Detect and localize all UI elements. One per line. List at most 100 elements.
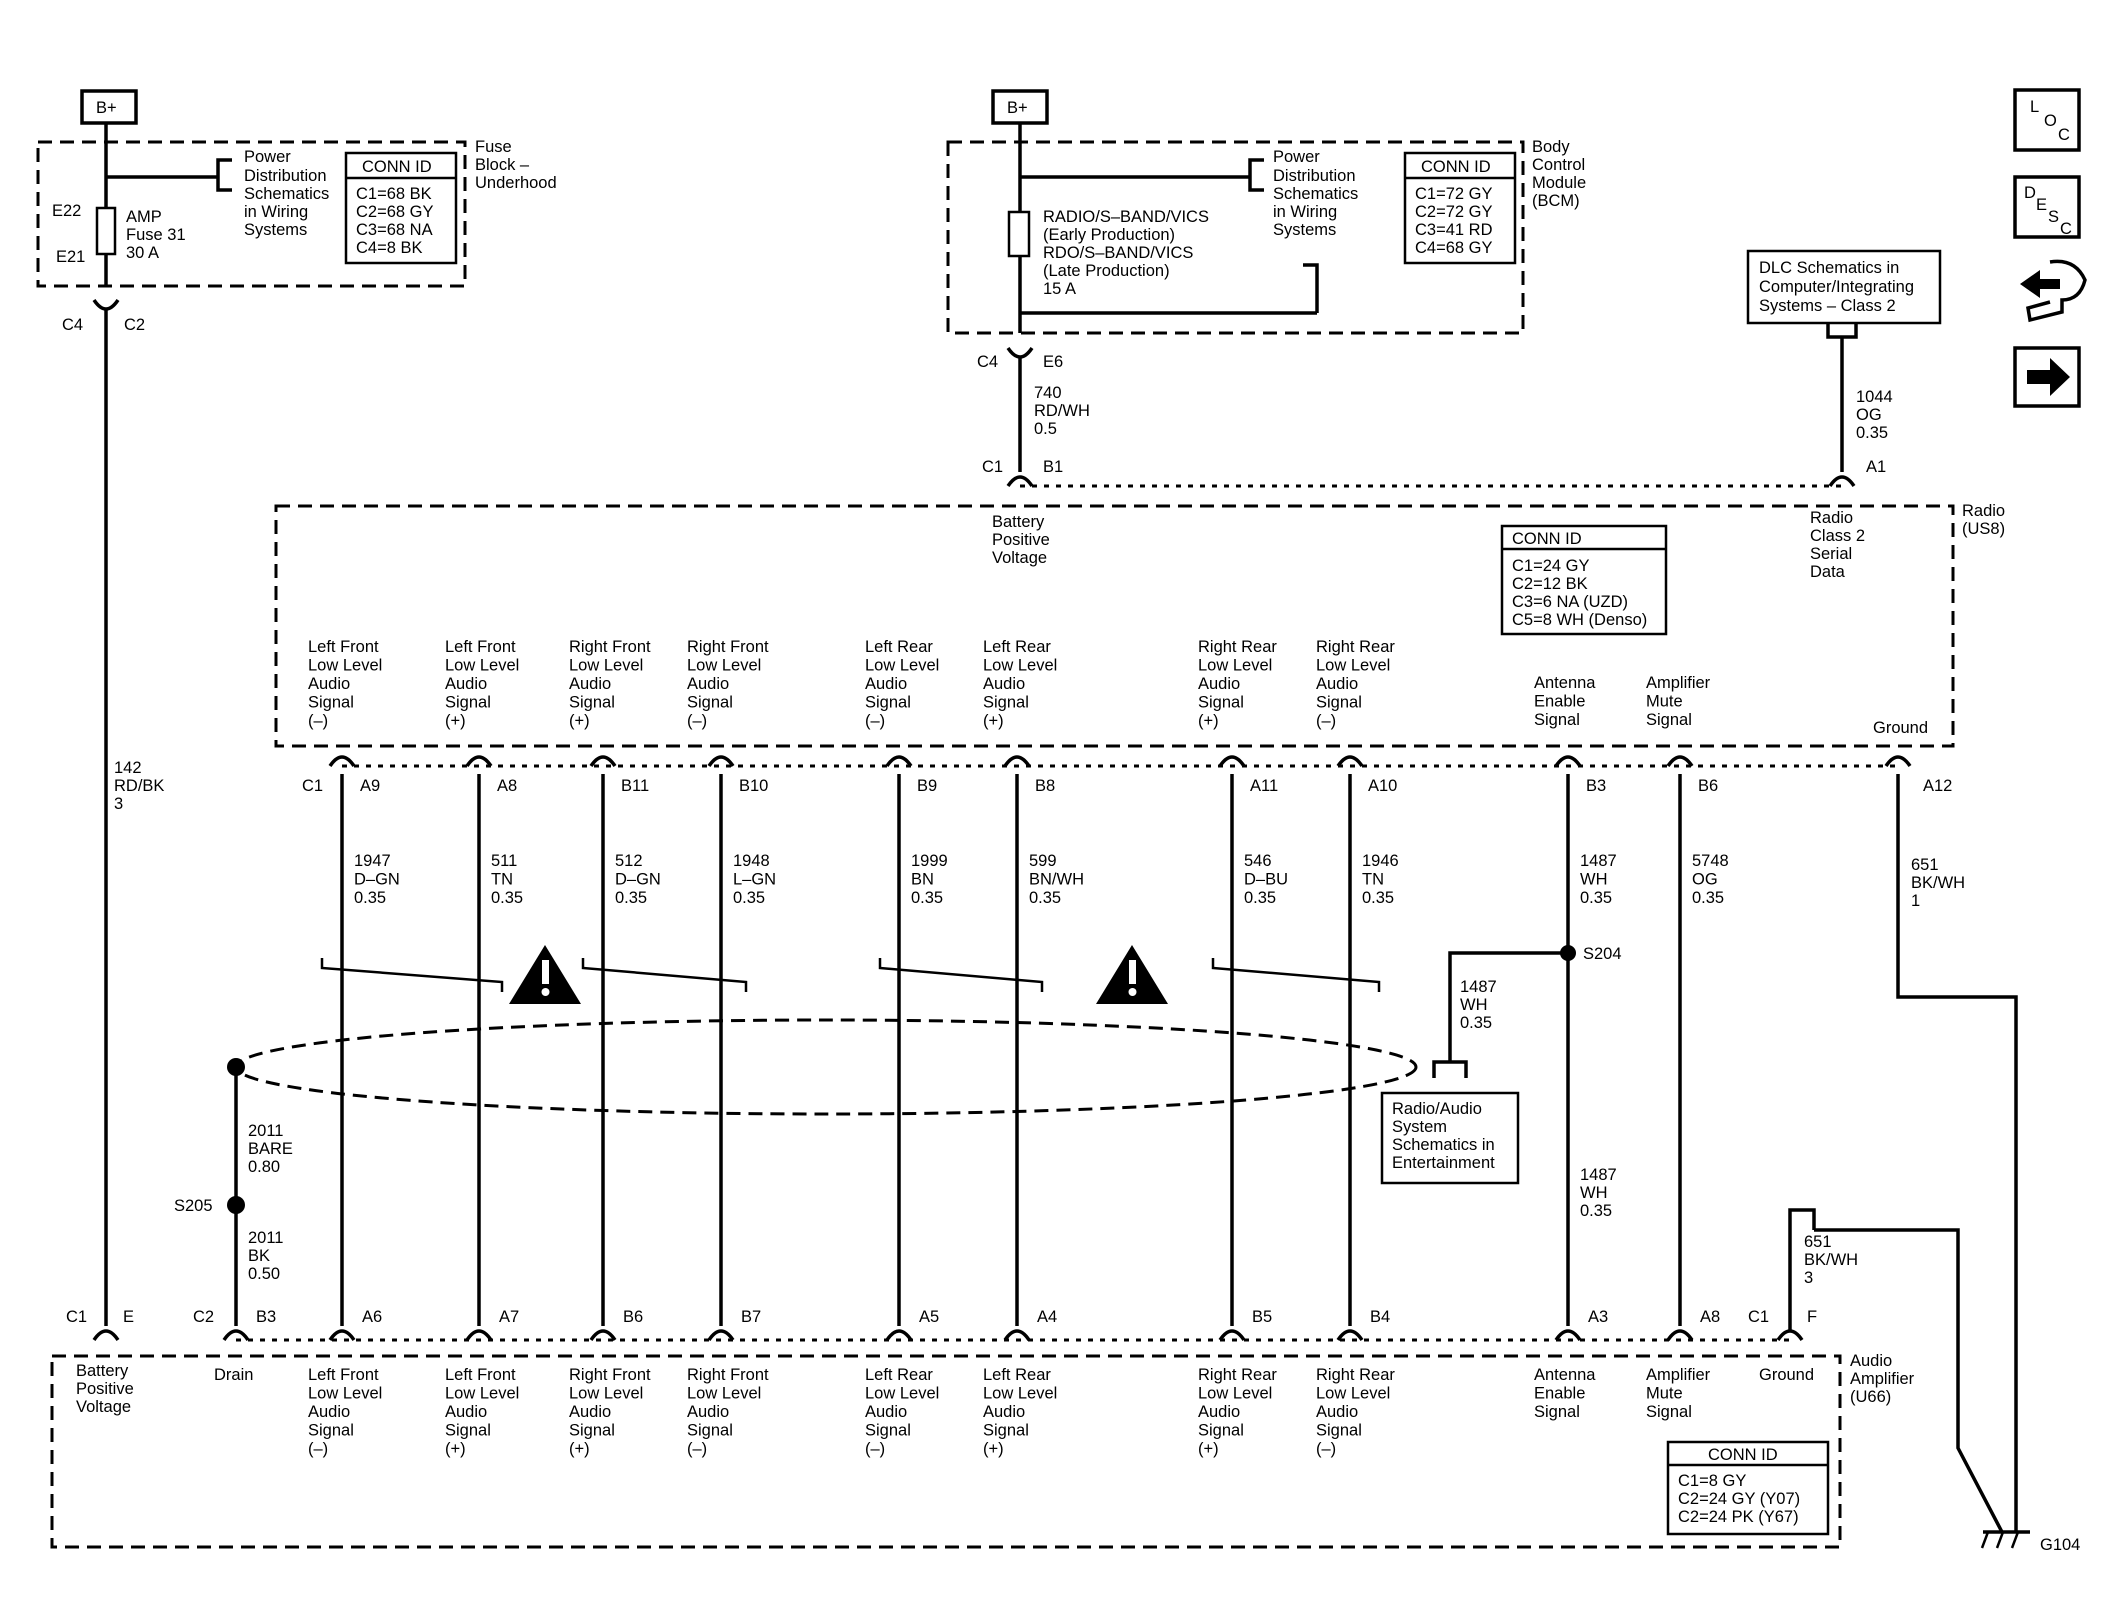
- connector-repair-icon[interactable]: [2020, 259, 2087, 323]
- signal-wire-spec: 0.35: [911, 889, 943, 907]
- bcm-power-dist-line3: Schematics: [1273, 185, 1358, 203]
- fuse-conn-id-row2: C2=68 GY: [356, 203, 434, 221]
- amp-terminal: [707, 1329, 735, 1342]
- amp-signal-label: Enable: [1534, 1385, 1585, 1403]
- amp-signal-label: Audio: [569, 1403, 611, 1421]
- amp-conn-c1-right: C1: [1748, 1308, 1769, 1326]
- amp-signal-label: Audio: [865, 1403, 907, 1421]
- amp-signal-label: Audio: [1316, 1403, 1358, 1421]
- wire-651-bottom-number: 651: [1804, 1233, 1832, 1251]
- amp-signal-pin: A5: [919, 1308, 939, 1326]
- radio-signal-label: Enable: [1534, 693, 1585, 711]
- fuse-conn-id-row4: C4=8 BK: [356, 239, 423, 257]
- radio-signal-label: Signal: [308, 694, 354, 712]
- bcm-label-line1: Body: [1532, 138, 1570, 156]
- bcm-power-dist-line5: Systems: [1273, 221, 1336, 239]
- radio-signal-pin: A10: [1368, 777, 1397, 795]
- wire-1487-lower-gauge: 0.35: [1580, 1202, 1612, 1220]
- amp-conn-c2: C2: [193, 1308, 214, 1326]
- wire-651-top-number: 651: [1911, 856, 1939, 874]
- radio-conn-id-row3: C3=6 NA (UZD): [1512, 593, 1628, 611]
- bcm-connector-c4: [1006, 346, 1034, 359]
- signal-wire-spec: 512: [615, 852, 643, 870]
- fuse-31-symbol: [95, 206, 117, 256]
- radio-signal-label: Signal: [1198, 694, 1244, 712]
- signal-wire-spec: OG: [1692, 871, 1718, 889]
- radio-signal-label: Audio: [1316, 675, 1358, 693]
- amp-signal-label: (–): [308, 1440, 328, 1458]
- bplus-box-left: [80, 89, 138, 125]
- amp-signal-label: Signal: [308, 1422, 354, 1440]
- radio-signal-label: Audio: [445, 675, 487, 693]
- wire-651-bottom-gauge: 3: [1804, 1269, 1813, 1287]
- radio-terminal: [1666, 755, 1694, 768]
- amp-signal-label: (–): [865, 1440, 885, 1458]
- wire-142-color: RD/BK: [114, 777, 164, 795]
- amp-conn-c1-left: C1: [66, 1308, 87, 1326]
- radio-signal-label: (–): [687, 712, 707, 730]
- radio-signal-label: Low Level: [687, 657, 761, 675]
- wire-2011-bare-gauge: 0.80: [248, 1158, 280, 1176]
- desc-icon[interactable]: D E S C: [2013, 175, 2081, 239]
- fuse-radio-symbol: [1007, 210, 1031, 258]
- radio-signal-label: Audio: [687, 675, 729, 693]
- audio-amplifier-u66: C1 E C2 B3 C1 F Audio Amplifier (U66) Ba…: [50, 1308, 1915, 1549]
- amp-signal-label: Audio: [308, 1403, 350, 1421]
- loc-icon[interactable]: L O C: [2013, 88, 2081, 152]
- entertainment-reference-box[interactable]: Radio/Audio System Schematics in Enterta…: [1380, 1091, 1520, 1185]
- amp-terminal: [1003, 1329, 1031, 1342]
- amp-signal-pin: A6: [362, 1308, 382, 1326]
- radio-signal-label: Low Level: [445, 657, 519, 675]
- wire-1044-number: 1044: [1856, 388, 1893, 406]
- fuse-31-name: Fuse 31: [126, 226, 186, 244]
- radio-conn-id-row4: C5=8 WH (Denso): [1512, 611, 1647, 629]
- amp-ground-label: Ground: [1759, 1366, 1814, 1384]
- bcm-conn-e6: E6: [1043, 353, 1063, 371]
- dlc-reference-box[interactable]: DLC Schematics in Computer/Integrating S…: [1746, 249, 1942, 325]
- radio-class2-line4: Data: [1810, 563, 1846, 581]
- amp-signal-label: Signal: [569, 1422, 615, 1440]
- signal-wire-spec: 546: [1244, 852, 1272, 870]
- amp-signal-label: Low Level: [1198, 1385, 1272, 1403]
- amp-battery-line2: Positive: [76, 1380, 134, 1398]
- radio-signal-label: Left Front: [308, 638, 379, 656]
- amp-signal-label: Amplifier: [1646, 1366, 1711, 1384]
- amp-signal-label: Left Rear: [865, 1366, 933, 1384]
- bcm-conn-id-row4: C4=68 GY: [1415, 239, 1493, 257]
- radio-class2-line3: Serial: [1810, 545, 1852, 563]
- radio-signal-label: Audio: [1198, 675, 1240, 693]
- wire-142-number: 142: [114, 759, 142, 777]
- warning-triangle-icon: [1096, 945, 1168, 1004]
- fuse-block-label-line1: Fuse: [475, 138, 512, 156]
- amp-terminal: [465, 1329, 493, 1342]
- splice-s204-label: S204: [1583, 945, 1622, 963]
- wire-2011-bk-number: 2011: [248, 1229, 283, 1247]
- next-arrow-icon[interactable]: [2013, 346, 2081, 408]
- bplus-right-label: B+: [1007, 99, 1028, 117]
- radio-terminal: [1003, 755, 1031, 768]
- fuse-conn-id-row3: C3=68 NA: [356, 221, 433, 239]
- radio-signal-pin: B10: [739, 777, 768, 795]
- amp-label-line2: Amplifier: [1850, 1370, 1915, 1388]
- twisted-pair-markers: [320, 958, 1381, 992]
- amp-signal-label: Mute: [1646, 1385, 1683, 1403]
- signal-wire-spec: 0.35: [354, 889, 386, 907]
- radio-ground-pin: A12: [1923, 777, 1952, 795]
- amp-conn-id-row1: C1=8 GY: [1678, 1472, 1746, 1490]
- amp-signal-label: Audio: [687, 1403, 729, 1421]
- wire-1044-gauge: 0.35: [1856, 424, 1888, 442]
- bplus-left-label: B+: [96, 99, 117, 117]
- wire-1487-branch-number: 1487: [1460, 978, 1497, 996]
- amp-signal-label: Low Level: [569, 1385, 643, 1403]
- radio-label-line1: Radio: [1962, 502, 2005, 520]
- amp-signal-label: Signal: [865, 1422, 911, 1440]
- radio-terminal: [885, 755, 913, 768]
- radio-battery-line1: Battery: [992, 513, 1045, 531]
- fuse-31-rating: 30 A: [126, 244, 159, 262]
- bcm-conn-id-row3: C3=41 RD: [1415, 221, 1493, 239]
- signal-wire-spec: D–BU: [1244, 871, 1288, 889]
- ent-line2: System: [1392, 1118, 1447, 1136]
